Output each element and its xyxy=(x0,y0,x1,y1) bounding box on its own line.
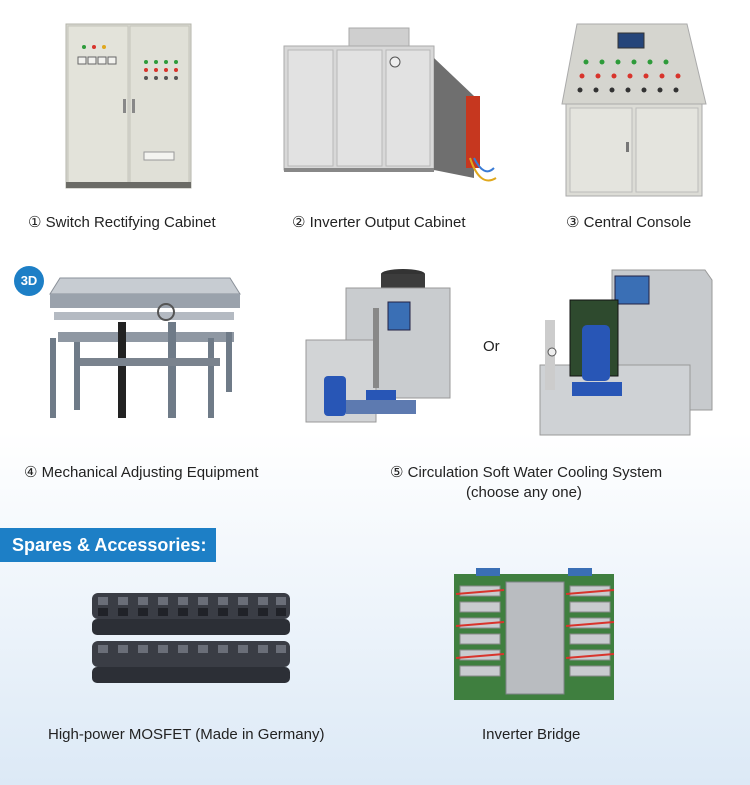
3d-badge: 3D xyxy=(14,266,44,296)
inverter-output-cabinet-caption: ② Inverter Output Cabinet xyxy=(292,214,466,231)
switch-rectifying-cabinet-image xyxy=(65,23,192,189)
mosfet-caption: High-power MOSFET (Made in Germany) xyxy=(48,726,325,743)
mosfet-modules-image xyxy=(92,593,290,683)
mechanical-adjusting-equipment-caption: ④ Mechanical Adjusting Equipment xyxy=(24,464,259,481)
inverter-bridge-caption: Inverter Bridge xyxy=(482,726,581,743)
or-label: Or xyxy=(483,338,500,355)
central-console-caption: ③ Central Console xyxy=(566,214,692,231)
cooling-system-subcaption: (choose any one) xyxy=(466,484,582,501)
inverter-bridge-image xyxy=(454,568,615,700)
switch-rectifying-cabinet-caption: ① Switch Rectifying Cabinet xyxy=(28,214,216,231)
spares-accessories-heading: Spares & Accessories: xyxy=(0,528,216,562)
central-console-image xyxy=(561,23,707,197)
inverter-output-cabinet-image xyxy=(283,27,497,182)
cooling-system-option-1-image xyxy=(305,269,451,423)
cooling-system-option-2-image xyxy=(539,269,713,436)
mechanical-adjusting-equipment-image xyxy=(49,277,241,418)
cooling-system-caption: ⑤ Circulation Soft Water Cooling System xyxy=(390,464,663,481)
